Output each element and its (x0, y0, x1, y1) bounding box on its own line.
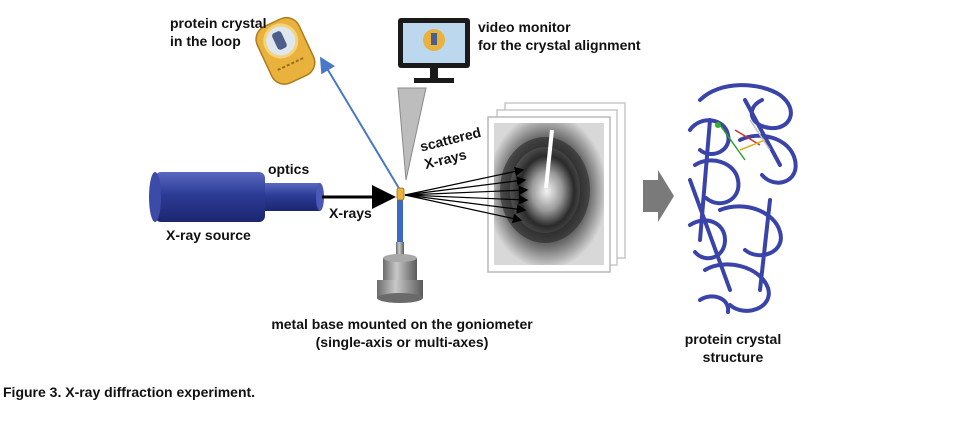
protein-structure-image (688, 83, 798, 314)
label-xrays-incident: X-rays (329, 205, 372, 221)
label-optics: optics (268, 161, 310, 177)
ligand-sticks (715, 119, 771, 161)
scattered-xray-arrows (404, 166, 529, 224)
video-monitor-icon (398, 18, 470, 83)
label-crystal-in-loop: protein crystal in the loop (170, 15, 267, 49)
goniometer-pin (396, 187, 405, 242)
label-goniometer-base: metal base mounted on the goniometer (si… (271, 316, 533, 350)
zoom-beam-line (319, 56, 401, 191)
figure-caption: Figure 3. X-ray diffraction experiment. (3, 384, 256, 400)
process-arrow (643, 170, 674, 222)
detector-panels (487, 102, 626, 273)
camera-view-cone (397, 87, 427, 181)
label-protein-structure: protein crystal structure (684, 331, 782, 365)
metal-base (377, 242, 423, 303)
label-xray-source: X-ray source (166, 227, 251, 243)
label-video-monitor: video monitor for the crystal alignment (478, 19, 641, 53)
xray-source-tube (149, 172, 324, 222)
crystal-loop-image (255, 16, 316, 85)
